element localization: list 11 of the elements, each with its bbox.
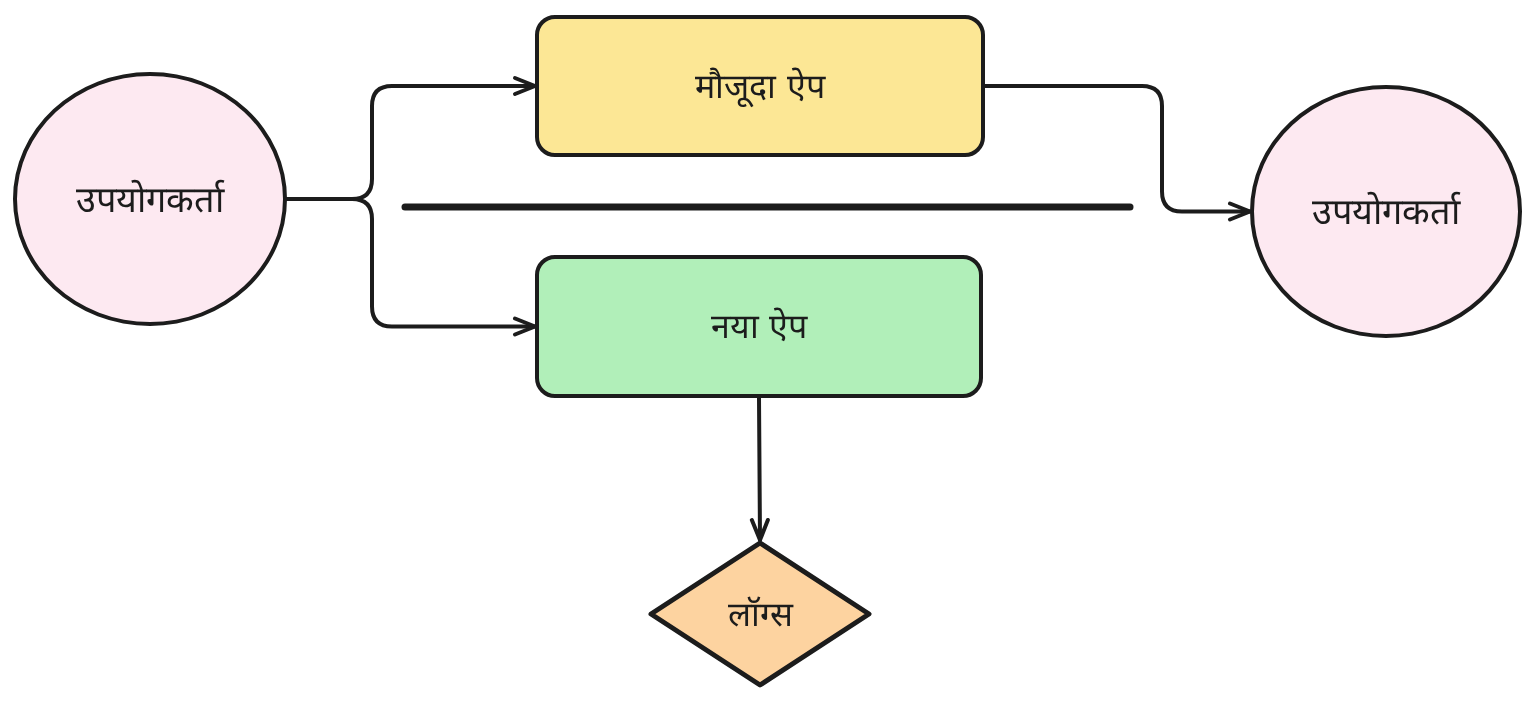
decision-diamond xyxy=(648,540,872,688)
arrow xyxy=(285,197,537,337)
node-label: नया ऐप xyxy=(710,305,808,348)
arrow xyxy=(749,396,770,542)
process-box xyxy=(535,15,985,157)
node-label: मौजूदा ऐप xyxy=(695,64,825,108)
node-label: उपयोगकर्ता xyxy=(76,177,224,222)
arrow xyxy=(983,84,1252,222)
node-label: उपयोगकर्ता xyxy=(1312,190,1460,234)
process-box xyxy=(535,255,983,398)
node-label: लॉग्स xyxy=(727,592,793,636)
